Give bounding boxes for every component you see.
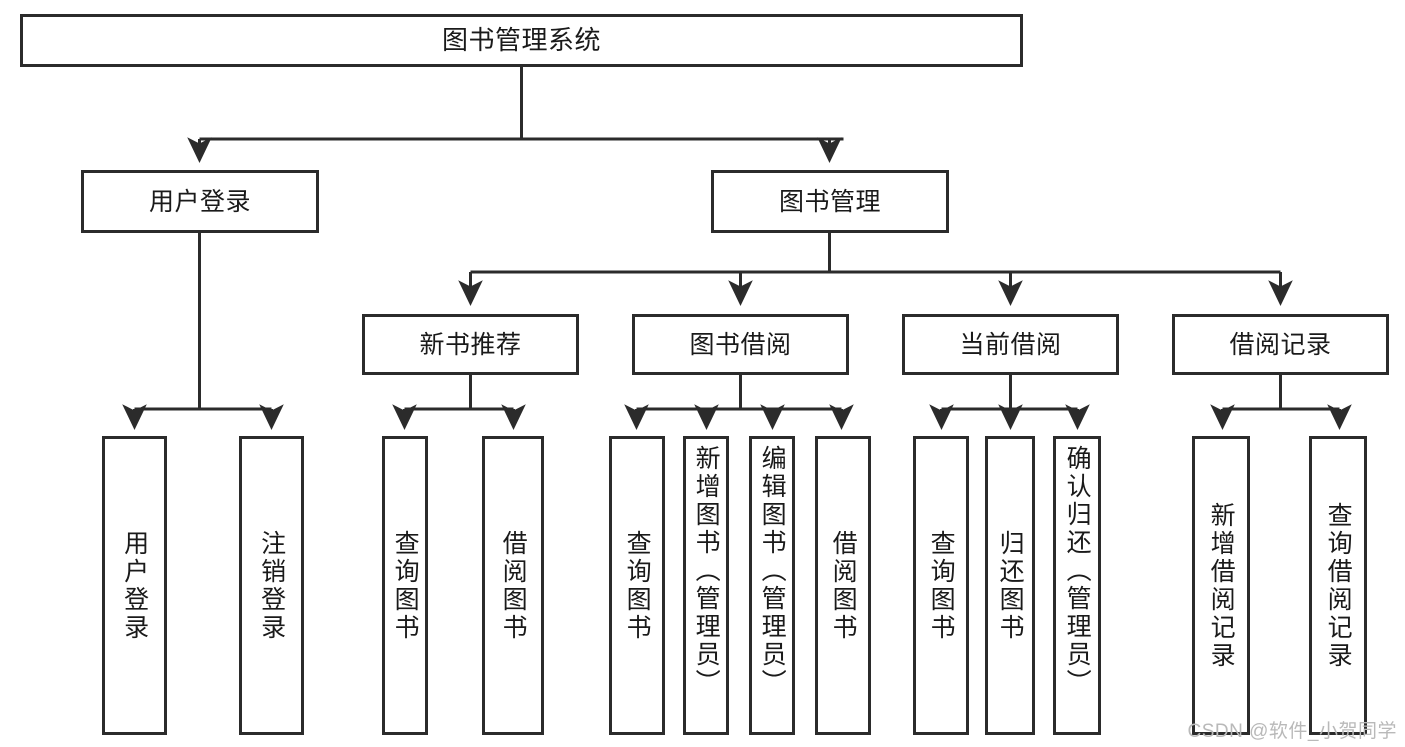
node-leaf-query-book-1-label: 查询图书 [391,529,420,642]
node-new-book-recommend-label: 新书推荐 [419,330,522,359]
node-leaf-user-login[interactable]: 用户登录 [102,436,167,735]
node-root-label: 图书管理系统 [441,24,601,55]
node-leaf-user-login-label: 用户登录 [120,529,149,642]
node-leaf-add-book-label: 新增图书（管理员） [692,445,721,697]
node-user-login-label: 用户登录 [148,187,251,216]
node-new-book-recommend[interactable]: 新书推荐 [362,314,579,375]
node-leaf-query-book-3[interactable]: 查询图书 [913,436,969,735]
node-borrow-record-label: 借阅记录 [1229,330,1332,359]
node-leaf-edit-book-label: 编辑图书（管理员） [758,445,787,697]
node-leaf-add-record-label: 新增借阅记录 [1207,501,1236,670]
node-leaf-query-book-1[interactable]: 查询图书 [382,436,428,735]
node-leaf-confirm-return[interactable]: 确认归还（管理员） [1053,436,1101,735]
node-leaf-borrow-book-2-label: 借阅图书 [829,529,858,642]
node-leaf-add-book[interactable]: 新增图书（管理员） [683,436,729,735]
node-leaf-query-book-3-label: 查询图书 [927,529,956,642]
node-leaf-query-book-2-label: 查询图书 [623,529,652,642]
node-leaf-borrow-book-1-label: 借阅图书 [499,529,528,642]
node-book-borrow[interactable]: 图书借阅 [632,314,849,375]
node-current-borrow[interactable]: 当前借阅 [902,314,1119,375]
node-book-borrow-label: 图书借阅 [689,330,792,359]
node-user-login[interactable]: 用户登录 [81,170,319,233]
node-leaf-borrow-book-2[interactable]: 借阅图书 [815,436,871,735]
node-borrow-record[interactable]: 借阅记录 [1172,314,1389,375]
node-leaf-edit-book[interactable]: 编辑图书（管理员） [749,436,795,735]
node-leaf-return-book-label: 归还图书 [996,529,1025,642]
node-current-borrow-label: 当前借阅 [959,330,1062,359]
node-leaf-user-logout-label: 注销登录 [257,529,286,642]
node-leaf-user-logout[interactable]: 注销登录 [239,436,304,735]
node-leaf-query-record[interactable]: 查询借阅记录 [1309,436,1367,735]
node-leaf-return-book[interactable]: 归还图书 [985,436,1035,735]
node-leaf-query-record-label: 查询借阅记录 [1324,501,1353,670]
watermark: CSDN @软件_小贺同学 [1187,721,1397,742]
node-root[interactable]: 图书管理系统 [20,14,1023,67]
node-book-management-label: 图书管理 [778,187,881,216]
node-leaf-confirm-return-label: 确认归还（管理员） [1063,445,1092,697]
node-leaf-query-book-2[interactable]: 查询图书 [609,436,665,735]
node-leaf-add-record[interactable]: 新增借阅记录 [1192,436,1250,735]
node-book-management[interactable]: 图书管理 [711,170,949,233]
node-leaf-borrow-book-1[interactable]: 借阅图书 [482,436,544,735]
